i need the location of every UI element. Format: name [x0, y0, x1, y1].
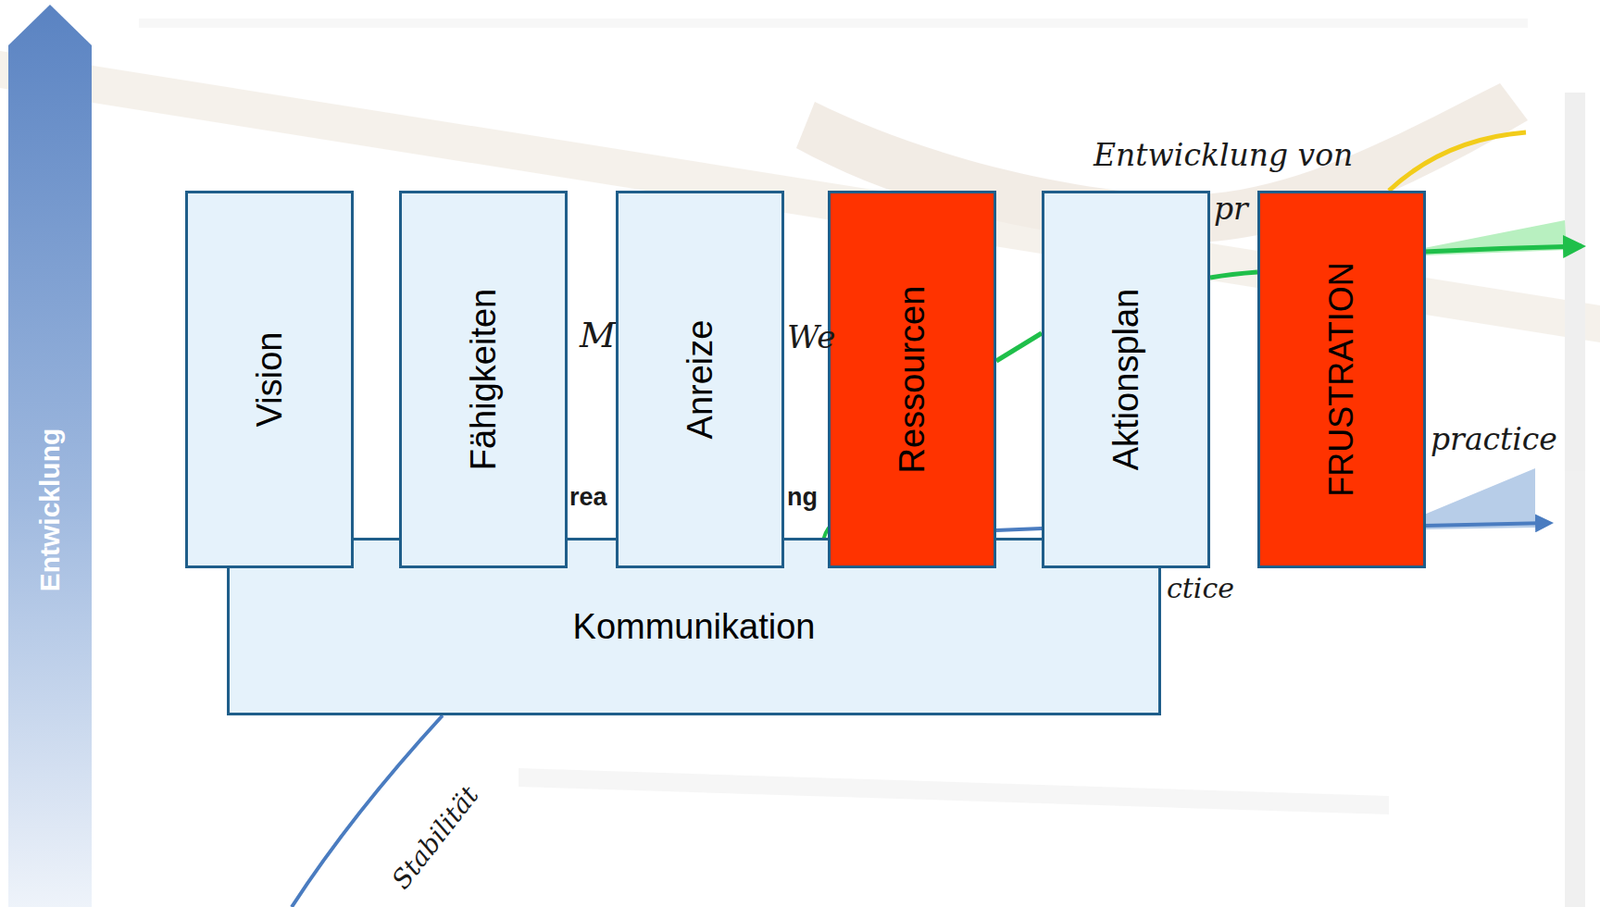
- pillar-box: Fähigkeiten: [399, 190, 568, 569]
- box-text: Aktionsplan: [1106, 288, 1147, 471]
- handwritten-note: pr: [1213, 190, 1249, 227]
- partial-label: rea: [569, 483, 608, 513]
- handwritten-note: Entwicklung von: [1093, 137, 1353, 174]
- yellow-curve: [1388, 132, 1526, 191]
- blue-arrow: [1424, 523, 1550, 526]
- axis-label: Stabilität: [386, 780, 486, 896]
- partial-label: ng: [787, 483, 818, 513]
- green-curve: [996, 333, 1042, 362]
- handwritten-note: ctice: [1166, 572, 1235, 605]
- box-text: Ressourcen: [892, 286, 933, 475]
- faded-photo: [0, 18, 1600, 907]
- box-text: Kommunikation: [573, 607, 816, 648]
- pillar-box-red: Ressourcen: [827, 190, 997, 569]
- pillar-box: Vision: [185, 190, 354, 569]
- development-arrow: Entwicklung: [8, 4, 92, 907]
- pillar-box: Anreize: [615, 190, 785, 569]
- handwritten-note: M: [579, 314, 616, 356]
- green-arrow: [1424, 246, 1582, 252]
- box-text: Anreize: [680, 320, 721, 440]
- pillar-box: Aktionsplan: [1041, 190, 1211, 569]
- pillar-box-red: FRUSTRATION: [1257, 190, 1426, 569]
- handwritten-note: practice: [1430, 421, 1558, 458]
- handwritten-note: We: [787, 318, 836, 356]
- box-text: FRUSTRATION: [1322, 262, 1362, 497]
- blue-line: [996, 528, 1042, 531]
- box-text: Fähigkeiten: [463, 288, 504, 471]
- box-text: Vision: [250, 332, 290, 428]
- box-text: Entwicklung: [34, 428, 66, 593]
- green-curve: [1210, 272, 1258, 278]
- blue-wedge: [1424, 468, 1536, 530]
